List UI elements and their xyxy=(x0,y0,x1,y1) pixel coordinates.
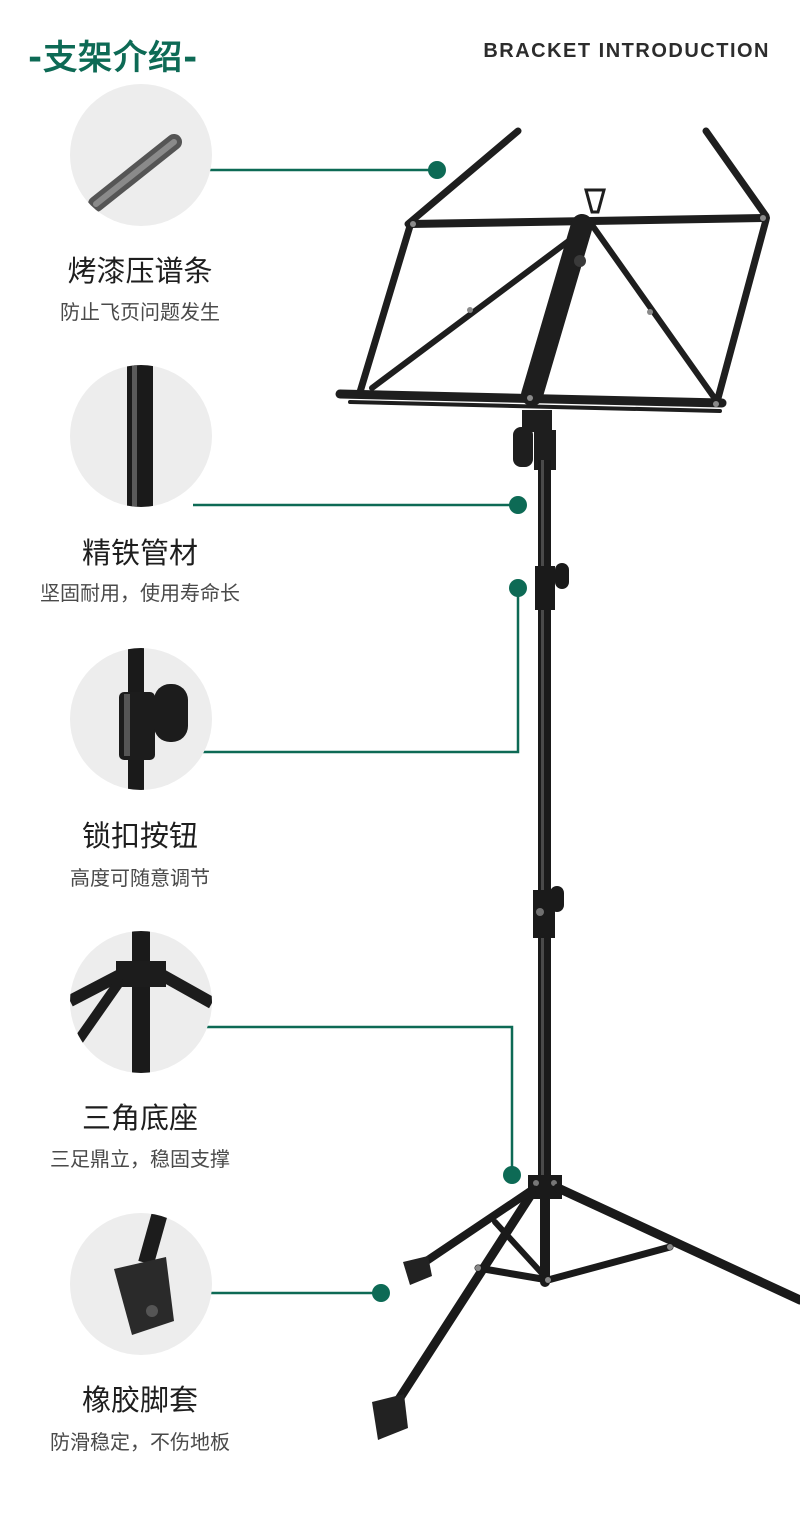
feature-desc: 防止飞页问题发生 xyxy=(60,300,220,324)
feature-desc: 坚固耐用，使用寿命长 xyxy=(40,581,240,605)
rubber-foot-icon xyxy=(70,1213,212,1355)
feature-title: 橡胶脚套 xyxy=(81,1383,198,1417)
feature-title: 精铁管材 xyxy=(81,536,198,570)
iron-tube-icon xyxy=(70,365,212,507)
callout-lines xyxy=(186,168,520,1295)
feature-title: 锁扣按钮 xyxy=(81,819,198,853)
feature-title: 三角底座 xyxy=(81,1101,198,1135)
callout-dots xyxy=(372,161,527,1302)
press-bar-icon xyxy=(70,84,212,226)
feature-desc: 高度可随意调节 xyxy=(70,866,210,890)
section-title-english: BRACKET INTRODUCTION xyxy=(483,40,770,62)
section-title: -支架介绍- xyxy=(28,38,199,78)
lock-knob-icon xyxy=(70,648,212,790)
feature-desc: 三足鼎立，稳固支撑 xyxy=(50,1147,230,1171)
music-rest xyxy=(335,127,770,413)
tripod-base-icon xyxy=(70,931,212,1073)
feature-desc: 防滑稳定，不伤地板 xyxy=(50,1430,230,1454)
feature-title: 烤漆压谱条 xyxy=(67,254,213,288)
